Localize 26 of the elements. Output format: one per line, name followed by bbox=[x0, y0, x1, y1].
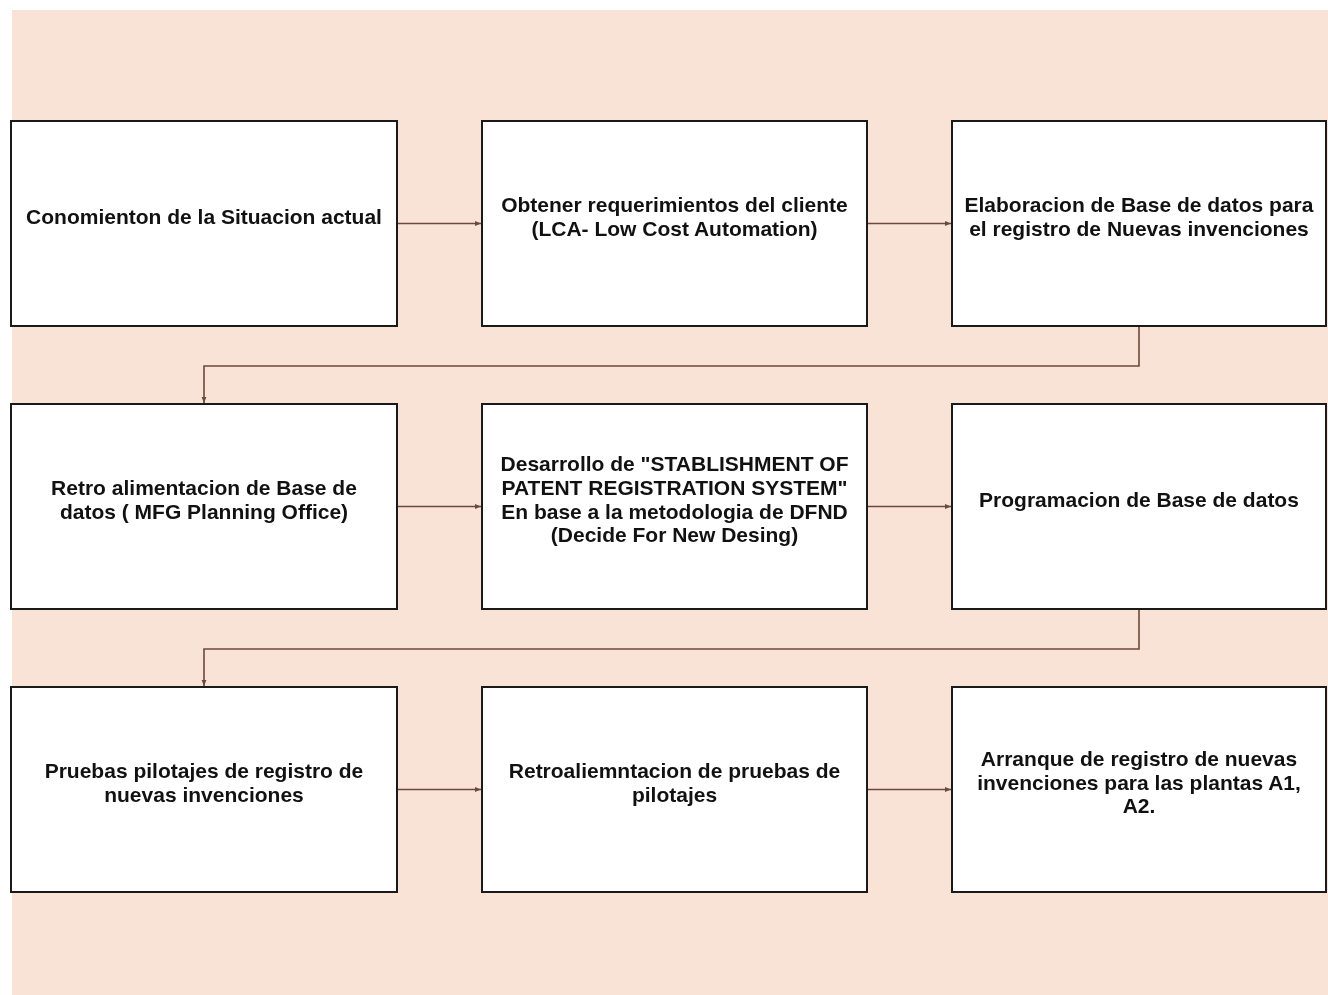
process-box bbox=[10, 686, 398, 893]
box-text: Pruebas pilotajes de registro de nuevas invenciones bbox=[43, 759, 365, 806]
process-box bbox=[951, 403, 1327, 610]
process-box bbox=[10, 403, 398, 610]
process-box bbox=[481, 120, 868, 327]
arrow bbox=[867, 221, 952, 226]
box-text: Retroaliemntacion de pruebas de pilotajes bbox=[507, 759, 842, 806]
arrow bbox=[397, 221, 482, 226]
process-box bbox=[10, 120, 398, 327]
box-text: Desarrollo de "STABLISHMENT OF PATENT REGISTRATION SYSTEM" En base a la metodologia de DFND (Decide For New Desing) bbox=[499, 452, 850, 547]
process-box bbox=[951, 120, 1327, 327]
box-text: Obtener requerimientos del cliente (LCA- Low Cost Automation) bbox=[500, 193, 849, 240]
arrow bbox=[867, 504, 952, 509]
arrow bbox=[397, 504, 482, 509]
arrow bbox=[867, 787, 952, 792]
box-text: Retro alimentacion de Base de datos ( MFG Planning Office) bbox=[50, 476, 358, 523]
box-text: Programacion de Base de datos bbox=[979, 487, 1299, 512]
process-box bbox=[481, 403, 868, 610]
arrow bbox=[397, 787, 482, 792]
arrow bbox=[201, 609, 1140, 687]
process-box bbox=[951, 686, 1327, 893]
process-box bbox=[481, 686, 868, 893]
box-text: Conomienton de la Situacion actual bbox=[26, 204, 382, 229]
box-text: Elaboracion de Base de datos para el registro de Nuevas invenciones bbox=[963, 193, 1315, 240]
box-text: Arranque de registro de nuevas invenciones para las plantas A1, A2. bbox=[976, 747, 1302, 818]
arrow bbox=[201, 326, 1140, 404]
